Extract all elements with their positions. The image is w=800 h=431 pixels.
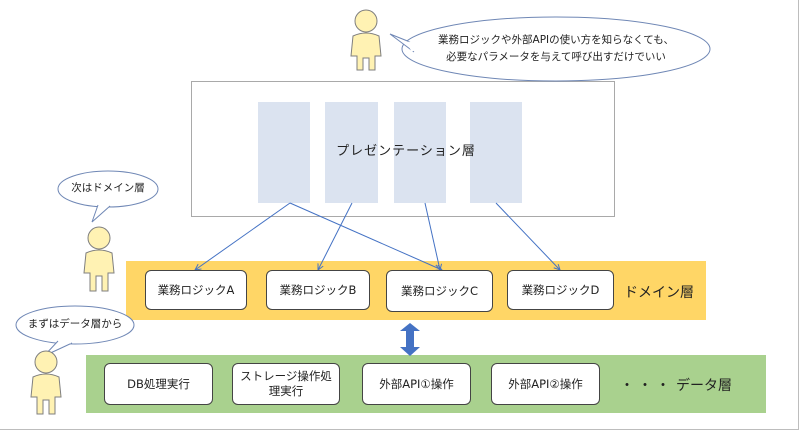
logic-box-d: 業務ロジックD [507,270,614,310]
connector-to-logic-c-2 [424,202,440,270]
speech-text-bottom: まずはデータ層から [27,318,123,330]
connector-to-logic-d [495,202,560,270]
person-icon-middle [83,226,115,292]
storage-process-line2: 理実行 [268,384,304,398]
storage-process-box: ストレージ操作処 理実行 [232,363,340,405]
speech-bubble-top [389,16,711,82]
presentation-column-2 [325,102,378,203]
data-layer-ellipsis: ・・・ [620,378,674,394]
connector-to-logic-c-1 [289,202,442,270]
speech-text-top: 業務ロジックや外部APIの使い方を知らなくても、 必要なパラメータを与えて呼び出… [404,32,708,66]
speech-bubble-middle [57,170,159,223]
connector-to-logic-a [195,202,291,270]
person-icon-top [350,9,382,71]
data-layer-label: データ層 [676,378,732,394]
speech-text-top-line2: 必要なパラメータを与えて呼び出すだけでいい [446,51,666,63]
logic-box-b: 業務ロジックB [266,270,370,310]
speech-text-top-line1: 業務ロジックや外部APIの使い方を知らなくても、 [438,34,674,46]
double-arrow [400,323,420,356]
logic-box-c: 業務ロジックC [386,270,493,312]
connector-lines [195,202,560,270]
domain-layer-label: ドメイン層 [624,285,694,301]
connector-to-logic-b [318,202,353,270]
presentation-column-3 [394,102,446,203]
person-icon-bottom [30,350,62,415]
logic-box-a: 業務ロジックA [145,270,247,310]
external-api-2-box: 外部API②操作 [491,363,600,405]
db-process-box: DB処理実行 [104,363,213,405]
storage-process-line1: ストレージ操作処 [240,369,332,383]
presentation-layer-label: プレゼンテーション層 [336,144,476,159]
presentation-column-4 [470,102,522,203]
speech-text-middle: 次はドメイン層 [71,182,145,194]
external-api-1-box: 外部API①操作 [362,363,471,405]
presentation-column-1 [258,102,310,203]
